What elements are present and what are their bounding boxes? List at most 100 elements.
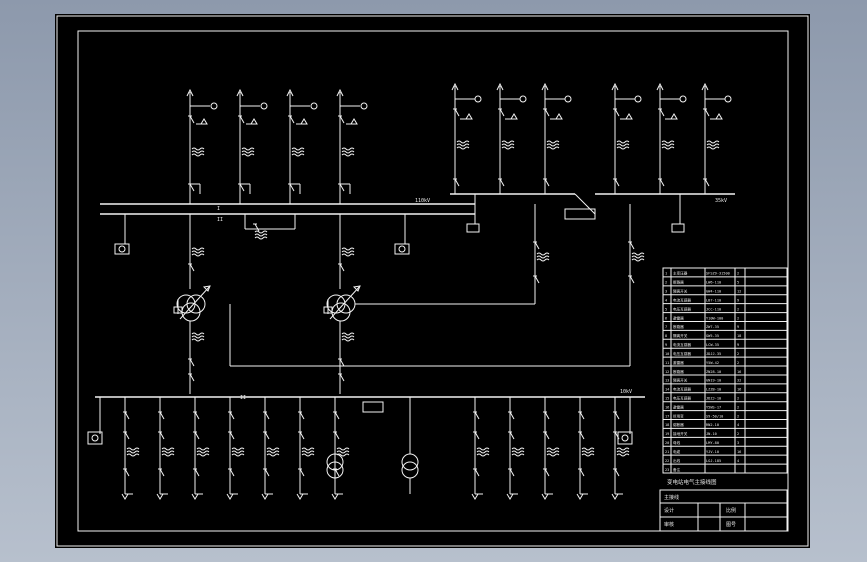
ct-coil: [301, 450, 315, 454]
table-cell-name: 避雷器: [673, 315, 684, 320]
arrow-out-icon: [451, 82, 459, 91]
ct-coil: [536, 252, 550, 256]
breaker-symbol: [339, 115, 345, 124]
breaker-symbol: [454, 178, 460, 187]
ct-coil: [254, 230, 268, 234]
table-cell-name: 隔离开关: [673, 378, 688, 383]
breaker-symbol: [299, 468, 305, 477]
breaker-symbol: [454, 108, 460, 117]
table-cell-no: 3: [665, 290, 667, 294]
title-block: 主接线 设计 比例 审核 图号: [659, 489, 788, 532]
breaker-symbol: [189, 115, 195, 124]
ct-coil: [341, 338, 355, 342]
table-cell-qty: 18: [737, 334, 741, 338]
ct-coil: [476, 453, 490, 457]
table-cell-model: JN-10: [706, 432, 717, 436]
arrow-out-icon: [656, 82, 664, 91]
table-cell-name: 电流互感器: [673, 387, 691, 392]
table-cell-qty: 2: [737, 352, 739, 356]
current-transformer: [231, 447, 245, 457]
breaker-symbol: [189, 183, 195, 192]
ct-coil: [661, 140, 675, 144]
bus-pt: [671, 223, 685, 233]
ct-coil: [536, 255, 550, 259]
breaker-symbol: [659, 108, 665, 117]
title-block-designer: 设计: [664, 507, 674, 514]
breaker-symbol: [659, 178, 665, 187]
current-transformer: [341, 332, 355, 342]
table-cell-qty: 32: [737, 379, 741, 383]
ct-coil: [341, 250, 355, 254]
ct-coil: [581, 453, 595, 457]
ct-coil: [126, 447, 140, 451]
arrester-symbol: [350, 118, 358, 125]
title-block-border: [659, 489, 788, 532]
table-cell-no: 9: [665, 343, 667, 347]
arrow-out-icon: [701, 82, 709, 91]
table-cell-name: 避雷器: [673, 404, 684, 409]
breaker-symbol: [579, 431, 585, 440]
breaker-symbol: [299, 411, 305, 420]
neutral-resistor: [323, 306, 333, 314]
bus-section: [574, 193, 596, 215]
table-cell-model: SFSZ9-31500: [706, 272, 730, 276]
arrester-symbol: [465, 113, 473, 120]
table-cell-qty: 5: [737, 281, 739, 285]
ct-coil: [536, 258, 550, 262]
station-transformer-winding: [401, 453, 419, 471]
breaker-symbol: [334, 431, 340, 440]
ct-coil: [341, 332, 355, 336]
table-cell-model: GW4-110: [706, 290, 721, 294]
ct-coil: [266, 450, 280, 454]
cable-terminal-icon: [156, 493, 164, 500]
breaker-symbol: [474, 431, 480, 440]
ct-coil: [266, 447, 280, 451]
table-cell-model: LCW-35: [706, 343, 719, 347]
arrow-out-icon: [236, 88, 244, 97]
table-cell-name: 所用变: [673, 413, 684, 418]
current-transformer: [546, 140, 560, 150]
voltage-transformer: [634, 95, 642, 103]
breaker-symbol: [629, 275, 635, 284]
table-cell-no: 11: [665, 361, 669, 365]
ct-coil: [631, 255, 645, 259]
table-cell-no: 23: [665, 468, 669, 472]
tap-changer-arrow: [179, 285, 211, 320]
ct-coil: [476, 450, 490, 454]
table-cell-name: 熔断器: [673, 422, 684, 427]
table-cell-model: YJV-10: [706, 450, 719, 454]
cable-terminal-icon: [191, 493, 199, 500]
table-cell-model: Y5WS-17: [706, 405, 721, 409]
cable-terminal-icon: [576, 493, 584, 500]
ct-coil: [266, 453, 280, 457]
equipment-table-border: [662, 267, 788, 474]
ct-coil: [546, 453, 560, 457]
arrester-symbol: [250, 118, 258, 125]
ct-coil: [301, 453, 315, 457]
ct-coil: [546, 450, 560, 454]
breaker-symbol: [264, 468, 270, 477]
ct-coil: [456, 146, 470, 150]
table-cell-name: 出线: [673, 458, 681, 463]
current-transformer: [336, 447, 350, 457]
pt-winding: [621, 434, 629, 442]
ct-coil: [191, 147, 205, 151]
ct-coil: [241, 153, 255, 157]
breaker-symbol: [299, 431, 305, 440]
ct-coil: [336, 447, 350, 451]
ct-coil: [191, 338, 205, 342]
ct-coil: [661, 146, 675, 150]
current-transformer: [291, 147, 305, 157]
ct-coil: [126, 453, 140, 457]
current-transformer: [341, 247, 355, 257]
bus-section-10kv: [362, 401, 384, 413]
ct-coil: [616, 453, 630, 457]
voltage-transformer: [724, 95, 732, 103]
cable-terminal-icon: [331, 493, 339, 500]
